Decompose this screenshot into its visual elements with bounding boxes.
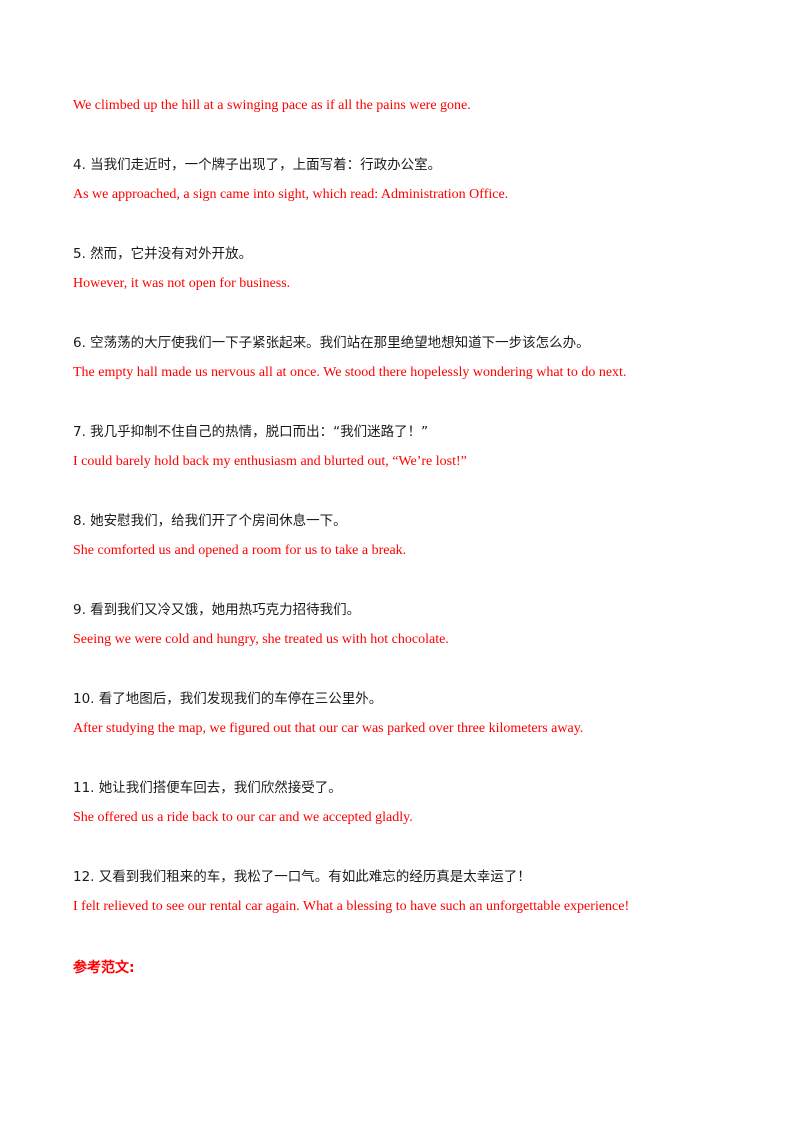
reference-essay-heading: 参考范文: [73, 960, 135, 976]
item-10-chinese: 10. 看了地图后，我们发现我们的车停在三公里外。 [73, 691, 383, 707]
item-4-chinese: 4. 当我们走近时，一个牌子出现了，上面写着：行政办公室。 [73, 157, 442, 173]
answer-6-english: The empty hall made us nervous all at on… [73, 365, 627, 380]
answer-5-english: However, it was not open for business. [73, 276, 291, 291]
answer-3-english: We climbed up the hill at a swinging pac… [73, 98, 471, 113]
answer-8-english: She comforted us and opened a room for u… [73, 543, 407, 558]
item-7-chinese: 7. 我几乎抑制不住自己的热情，脱口而出：“我们迷路了！” [73, 424, 429, 440]
answer-7-english: I could barely hold back my enthusiasm a… [73, 454, 467, 469]
answer-4-english: As we approached, a sign came into sight… [73, 187, 509, 202]
item-12-chinese: 12. 又看到我们租来的车，我松了一口气。有如此难忘的经历真是太幸运了！ [73, 869, 531, 885]
item-9-chinese: 9. 看到我们又冷又饿，她用热巧克力招待我们。 [73, 602, 361, 618]
answer-12-english: I felt relieved to see our rental car ag… [73, 899, 630, 914]
item-8-chinese: 8. 她安慰我们，给我们开了个房间休息一下。 [73, 513, 347, 529]
item-11-chinese: 11. 她让我们搭便车回去，我们欣然接受了。 [73, 780, 342, 796]
item-5-chinese: 5. 然而，它并没有对外开放。 [73, 246, 253, 262]
answer-9-english: Seeing we were cold and hungry, she trea… [73, 632, 449, 647]
answer-11-english: She offered us a ride back to our car an… [73, 810, 413, 825]
item-6-chinese: 6. 空荡荡的大厅使我们一下子紧张起来。我们站在那里绝望地想知道下一步该怎么办。 [73, 335, 590, 351]
answer-10-english: After studying the map, we figured out t… [73, 721, 584, 736]
